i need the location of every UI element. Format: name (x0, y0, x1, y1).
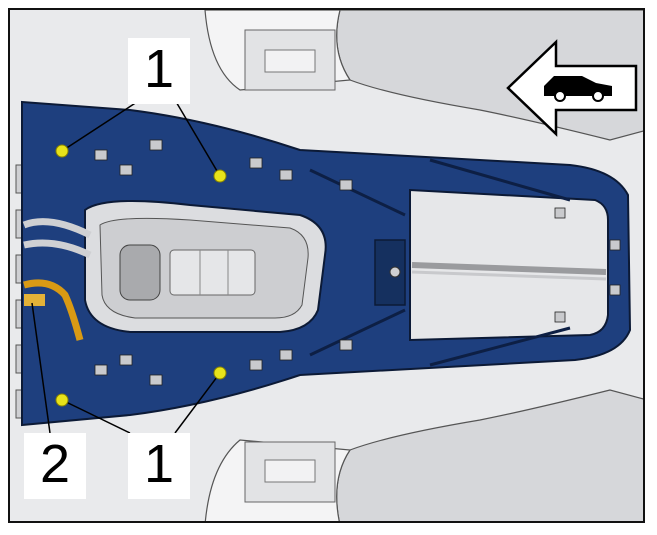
callout-label-bottom-1: 1 (128, 433, 190, 499)
console-drawing (15, 10, 643, 521)
callout-label-top: 1 (128, 38, 190, 104)
lower-seat (204, 389, 643, 521)
console-frame (21, 100, 632, 427)
diagram-frame: 1 1 2 (8, 8, 645, 523)
screw-markers (55, 144, 227, 407)
screw-marker-icon (213, 169, 227, 183)
screw-marker-icon (213, 366, 227, 380)
screw-marker-icon (55, 393, 69, 407)
wiring-harness (22, 218, 92, 341)
callout-label-bottom-2: 2 (24, 433, 86, 499)
screw-marker-icon (55, 144, 69, 158)
arrow-left-with-car-icon (504, 38, 642, 138)
leader-lines (31, 99, 221, 434)
